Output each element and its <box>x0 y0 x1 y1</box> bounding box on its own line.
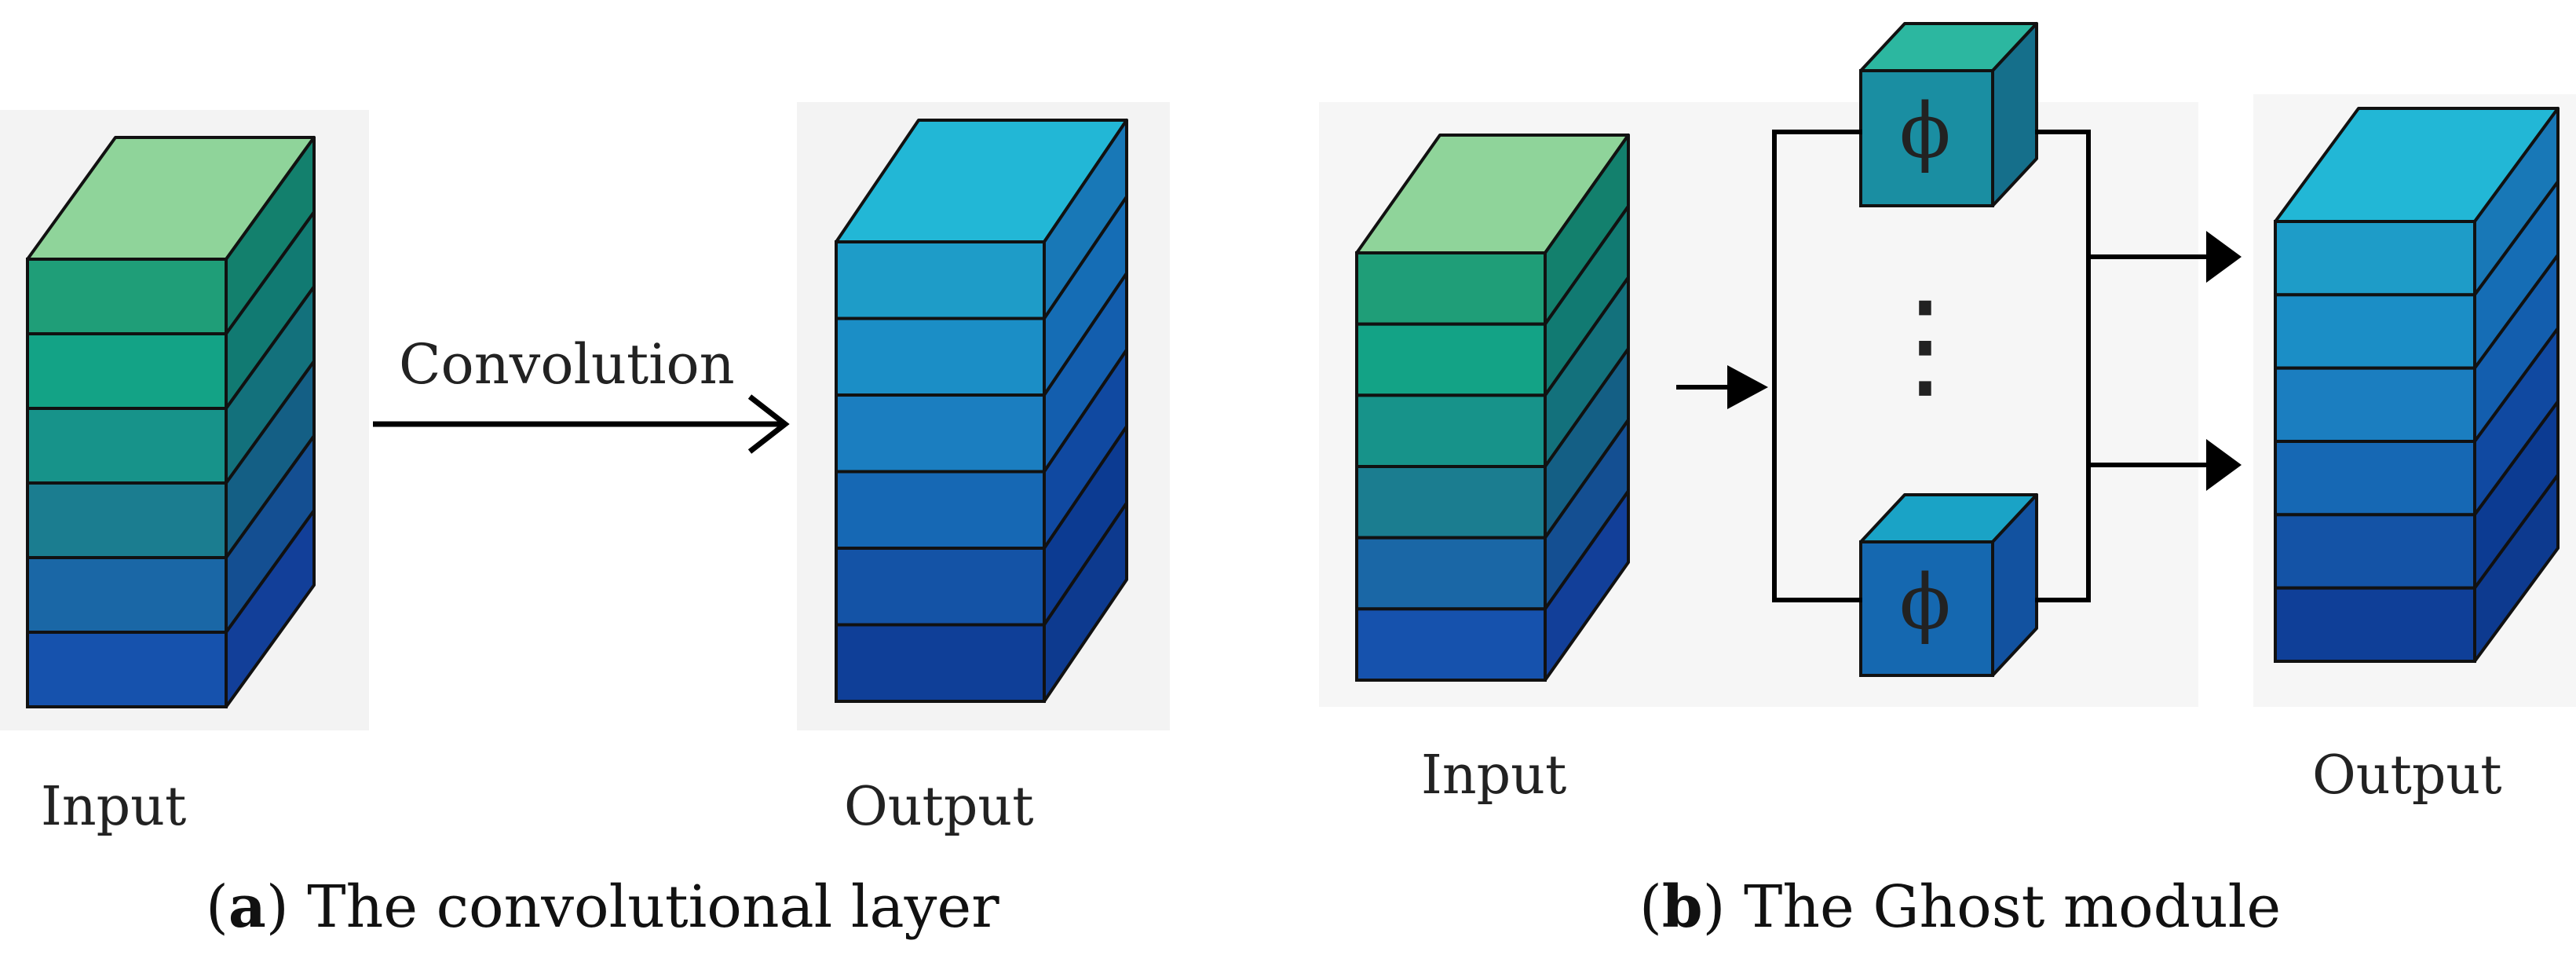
input-b-front-layer <box>1355 393 1547 469</box>
output-b-front-layer <box>2274 586 2476 664</box>
caption-b-letter: b <box>1662 873 1703 941</box>
phi-top-side-layer <box>1991 22 2038 207</box>
caption-a: (a) The convolutional layer <box>206 873 999 941</box>
merge-arrowhead-top <box>2206 231 2242 283</box>
input-b-front-layer <box>1355 607 1547 682</box>
output-a-front-layer <box>835 317 1046 397</box>
output-feature-map-a <box>835 119 1128 703</box>
input-a-front-layer <box>26 258 228 335</box>
caption-b: (b) The Ghost module <box>1639 873 2281 941</box>
input-a-front-layer <box>26 407 228 485</box>
caption-a-text: The convolutional layer <box>307 873 999 941</box>
output-feature-map-b <box>2274 107 2560 664</box>
input-label-a: Input <box>41 776 186 838</box>
input-b-front-layer <box>1355 465 1547 540</box>
input-feature-map-b <box>1355 134 1630 682</box>
phi-symbol-top: ϕ <box>1899 87 1950 175</box>
input-b-front-layer <box>1355 251 1547 326</box>
output-label-b: Output <box>2312 745 2502 807</box>
phi-transform-cube-top <box>1859 22 2038 207</box>
output-b-front-layer <box>2274 513 2476 590</box>
input-b-front-layer <box>1355 322 1547 397</box>
caption-a-letter: a <box>228 873 266 941</box>
ellipsis: ⋮ <box>1866 276 1984 413</box>
output-b-side-layer <box>2473 473 2560 663</box>
output-a-side-layer <box>1043 501 1128 703</box>
output-b-front-layer <box>2274 293 2476 370</box>
input-a-front-layer <box>26 556 228 634</box>
output-a-front-layer <box>835 393 1046 474</box>
phi-symbol-bottom: ϕ <box>1899 558 1950 646</box>
split-bracket <box>1772 130 1862 602</box>
output-label-a: Output <box>844 776 1034 838</box>
input-a-front-layer <box>26 481 228 559</box>
phi-bottom-side-layer <box>1991 493 2038 677</box>
input-feature-map-a <box>26 136 316 708</box>
input-a-side-layer <box>225 509 316 708</box>
caption-b-text: The Ghost module <box>1744 873 2281 941</box>
input-a-front-layer <box>26 631 228 708</box>
input-b-side-layer <box>1544 489 1630 682</box>
convolution-label: Convolution <box>399 332 735 397</box>
convolution-arrowhead <box>747 394 790 454</box>
output-a-front-layer <box>835 240 1046 320</box>
output-b-front-layer <box>2274 440 2476 517</box>
phi-bottom-front-layer <box>1859 540 1994 677</box>
input-a-front-layer <box>26 332 228 410</box>
phi-transform-cube-bottom <box>1859 493 2038 677</box>
input-label-b: Input <box>1421 745 1566 807</box>
merge-bracket <box>2035 130 2091 602</box>
merge-arrowhead-bottom <box>2206 439 2242 491</box>
output-b-front-layer <box>2274 220 2476 297</box>
input-b-front-layer <box>1355 536 1547 611</box>
output-a-front-layer <box>835 623 1046 703</box>
input-arrowhead-b <box>1727 365 1768 409</box>
output-b-front-layer <box>2274 366 2476 443</box>
output-a-front-layer <box>835 547 1046 627</box>
output-a-front-layer <box>835 470 1046 550</box>
